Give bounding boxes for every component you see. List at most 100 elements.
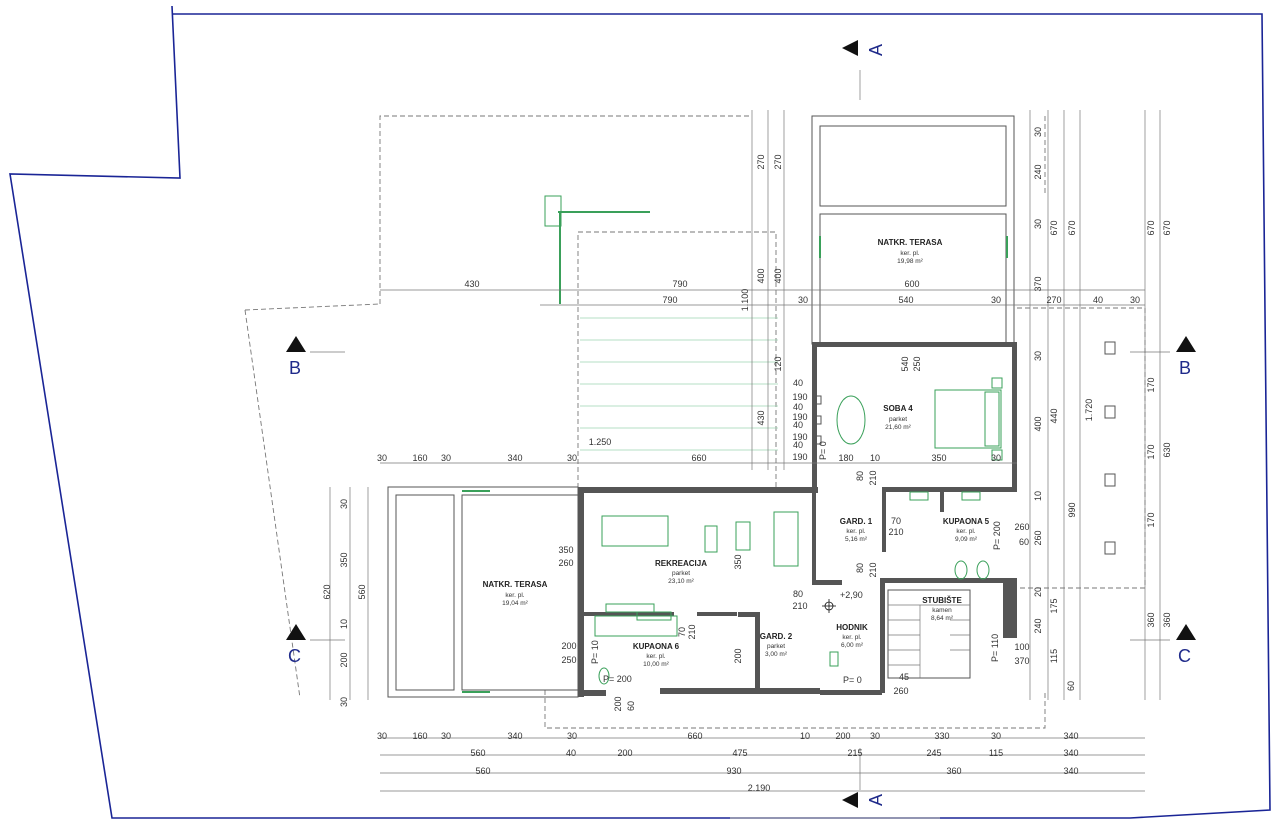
staircase <box>887 589 971 679</box>
room-gard-2: GARD. 2 parket 3,00 m² <box>760 632 793 658</box>
dim: 600 <box>904 279 919 289</box>
dim: 210 <box>687 624 697 639</box>
dim: 350 <box>931 453 946 463</box>
dim: 270 <box>773 154 783 169</box>
dim: 30 <box>1033 219 1043 229</box>
dim: 170 <box>1146 512 1156 527</box>
room-area: 8,64 m² <box>931 615 954 622</box>
room-area: 19,04 m² <box>502 600 528 607</box>
dim: 2.190 <box>748 783 771 793</box>
section-b-left: B <box>289 358 301 378</box>
dim: 30 <box>567 731 577 741</box>
dim: 990 <box>1067 502 1077 517</box>
dim: 190 <box>792 452 807 462</box>
dim: 370 <box>1014 656 1029 666</box>
dim: 400 <box>756 268 766 283</box>
dim: 200 <box>339 652 349 667</box>
dim: 340 <box>1063 766 1078 776</box>
section-c-right: C <box>1178 646 1191 666</box>
dim: 630 <box>1162 442 1172 457</box>
room-finish: ker. pl. <box>900 250 919 257</box>
dim: 30 <box>441 731 451 741</box>
level-p10: P= 10 <box>590 640 600 664</box>
dim: 30 <box>798 295 808 305</box>
dim: 240 <box>1033 618 1043 633</box>
top-terrace-walls <box>811 115 1015 345</box>
room-rekreacija: REKREACIJA parket 23,10 m² <box>655 559 707 585</box>
room-natkr-terasa-left: NATKR. TERASA ker. pl. 19,04 m² <box>483 580 548 607</box>
dim: 80 <box>793 589 803 599</box>
room-area: 10,00 m² <box>643 661 669 668</box>
dim: 930 <box>726 766 741 776</box>
dim: 240 <box>1033 164 1043 179</box>
dim: 170 <box>1146 377 1156 392</box>
dim: 245 <box>926 748 941 758</box>
dim: 540 <box>900 356 910 371</box>
dim: 70 <box>891 516 901 526</box>
dim: 340 <box>1063 748 1078 758</box>
dim: 260 <box>558 558 573 568</box>
dim: 30 <box>1130 295 1140 305</box>
level-p200-kupaona5: P= 200 <box>992 521 1002 550</box>
dim: 540 <box>898 295 913 305</box>
room-hodnik: HODNIK ker. pl. 6,00 m² <box>836 623 868 649</box>
dim: 200 <box>835 731 850 741</box>
dim: 10 <box>339 619 349 629</box>
dim: 115 <box>1049 649 1059 663</box>
dim: 30 <box>339 499 349 509</box>
dim: 30 <box>991 731 1001 741</box>
dim: 160 <box>412 731 427 741</box>
section-c-left: C <box>288 646 301 666</box>
dim: 200 <box>733 648 743 663</box>
dim: 660 <box>687 731 702 741</box>
dim: 350 <box>733 554 743 569</box>
level-main: +2,90 <box>840 590 863 600</box>
dim: 670 <box>1049 220 1059 235</box>
dim: 40 <box>793 440 803 450</box>
dim: 200 <box>561 641 576 651</box>
dim: 70 <box>677 627 687 637</box>
plot-boundary <box>9 5 1271 819</box>
room-natkr-terasa-top: NATKR. TERASA ker. pl. 19,98 m² <box>878 238 943 265</box>
dim: 40 <box>793 420 803 430</box>
dim: 660 <box>691 453 706 463</box>
dim: 10 <box>1033 491 1043 501</box>
dim: 30 <box>870 731 880 741</box>
room-area: 6,00 m² <box>841 642 864 649</box>
level-p0-hodnik: P= 0 <box>843 675 862 685</box>
dim: 1.720 <box>1084 399 1094 422</box>
room-finish: ker. pl. <box>846 528 865 535</box>
room-finish: parket <box>672 570 690 577</box>
room-name: KUPAONA 6 <box>633 642 680 651</box>
level-p110: P= 110 <box>990 634 1000 662</box>
dim: 1.100 <box>740 289 750 312</box>
room-finish: kamen <box>932 607 952 614</box>
dim: 200 <box>617 748 632 758</box>
dim: 670 <box>1146 220 1156 235</box>
dim: 440 <box>1049 408 1059 423</box>
dim: 30 <box>991 453 1001 463</box>
dim: 360 <box>946 766 961 776</box>
dim: 210 <box>868 562 878 577</box>
furniture <box>594 377 1003 685</box>
dim: 180 <box>838 453 853 463</box>
room-gard-1: GARD. 1 ker. pl. 5,16 m² <box>840 517 873 543</box>
room-area: 19,98 m² <box>897 258 923 265</box>
dim: 260 <box>1014 522 1029 532</box>
compass-icon <box>822 599 836 613</box>
room-name: NATKR. TERASA <box>878 238 943 247</box>
dim: 400 <box>1033 416 1043 431</box>
room-finish: ker. pl. <box>842 634 861 641</box>
dim: 115 <box>989 748 1003 758</box>
section-markers <box>286 40 1196 808</box>
room-finish: ker. pl. <box>646 653 665 660</box>
room-finish: parket <box>767 643 785 650</box>
dim: 560 <box>357 584 367 599</box>
dim: 790 <box>672 279 687 289</box>
section-a-top: A <box>866 44 886 56</box>
building-walls <box>578 342 1017 697</box>
dim: 120 <box>773 356 783 371</box>
dim: 340 <box>1063 731 1078 741</box>
room-finish: parket <box>889 416 907 423</box>
